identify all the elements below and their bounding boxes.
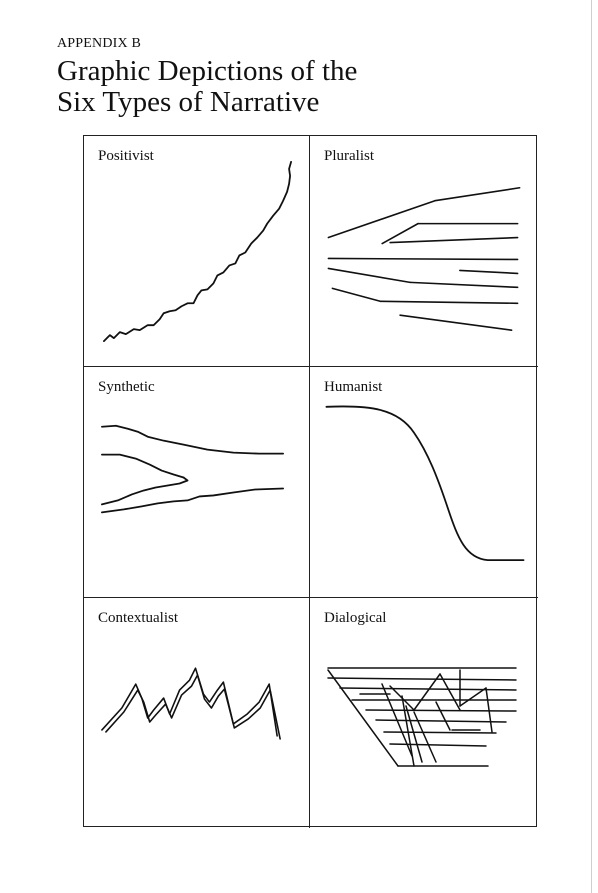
panel-label: Synthetic: [98, 379, 155, 395]
rising-wavy-curve-icon: [103, 161, 292, 342]
appendix-label: APPENDIX B: [57, 36, 142, 51]
panel-label: Pluralist: [324, 148, 375, 164]
panel-synthetic: Synthetic: [84, 367, 310, 598]
zigzag-peaks-icon: [101, 667, 281, 740]
panel-label: Positivist: [98, 148, 154, 164]
descending-s-curve-icon: [325, 405, 525, 562]
panel-humanist: Humanist: [310, 367, 538, 598]
appendix-header: APPENDIX B Graphic Depictions of the Six…: [57, 36, 357, 118]
panel-label: Dialogical: [324, 610, 387, 626]
page-edge: [591, 0, 592, 893]
title-line-2: Six Types of Narrative: [57, 86, 320, 118]
title-line-1: Graphic Depictions of the: [57, 55, 358, 87]
lattice-network-icon: [327, 667, 517, 767]
panel-label: Humanist: [324, 379, 383, 395]
panel-pluralist: Pluralist: [310, 136, 538, 367]
converging-lines-icon: [101, 424, 285, 514]
scattered-lines-icon: [327, 186, 521, 331]
panel-dialogical: Dialogical: [310, 598, 538, 828]
panel-label: Contextualist: [98, 610, 178, 626]
panel-contextualist: Contextualist: [84, 598, 310, 828]
narrative-grid: Positivist Pluralist Sy: [83, 135, 538, 828]
page-title: Graphic Depictions of the Six Types of N…: [57, 56, 357, 118]
panel-positivist: Positivist: [84, 136, 310, 367]
